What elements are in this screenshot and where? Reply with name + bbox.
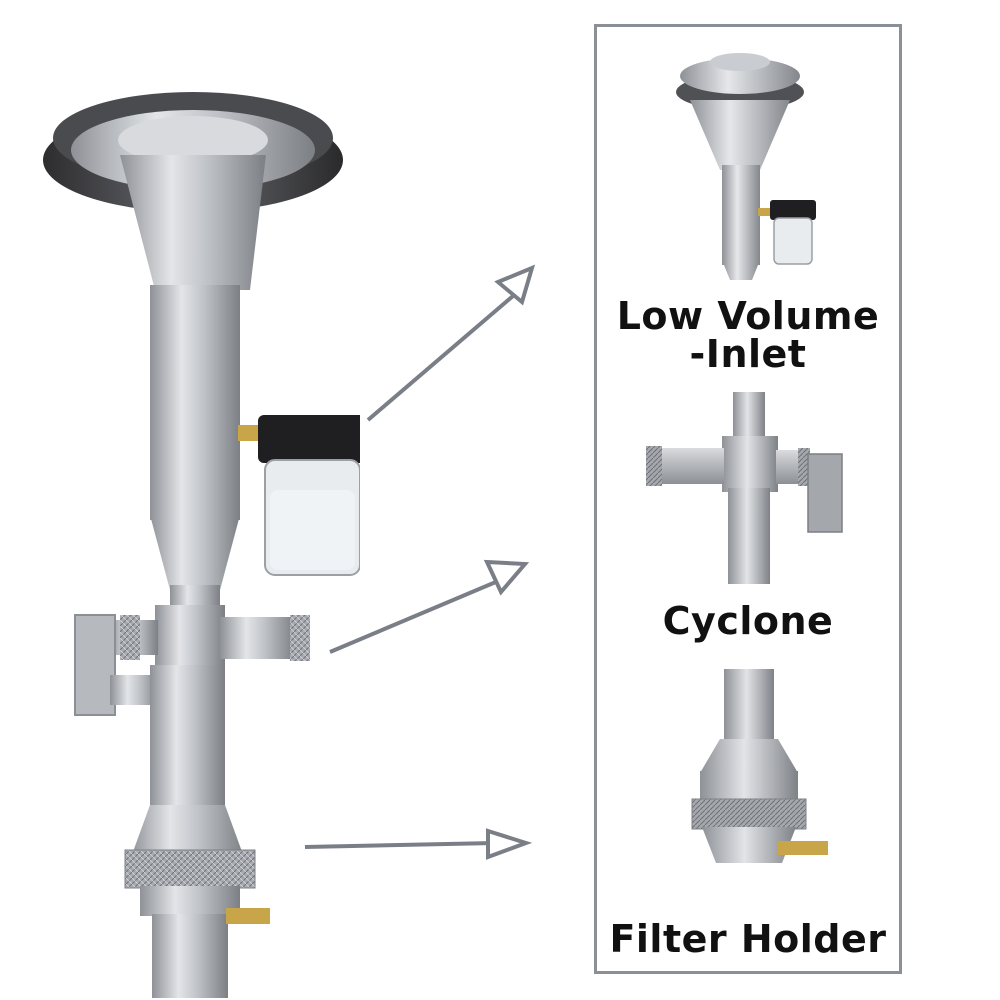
filter-holder-image — [660, 655, 840, 905]
filter-holder-label: Filter Holder — [609, 917, 887, 961]
inlet-label-line2: -Inlet — [689, 332, 807, 376]
arrow-icon — [366, 264, 536, 422]
inlet-label-line1: Low Volume — [616, 294, 880, 338]
cyclone-image — [638, 388, 848, 588]
arrow-icon — [329, 559, 530, 654]
low-volume-inlet-image — [660, 40, 830, 290]
assembled-sampler-image — [30, 20, 360, 1000]
cyclone-label: Cyclone — [662, 599, 834, 643]
arrow-icon — [304, 828, 533, 860]
